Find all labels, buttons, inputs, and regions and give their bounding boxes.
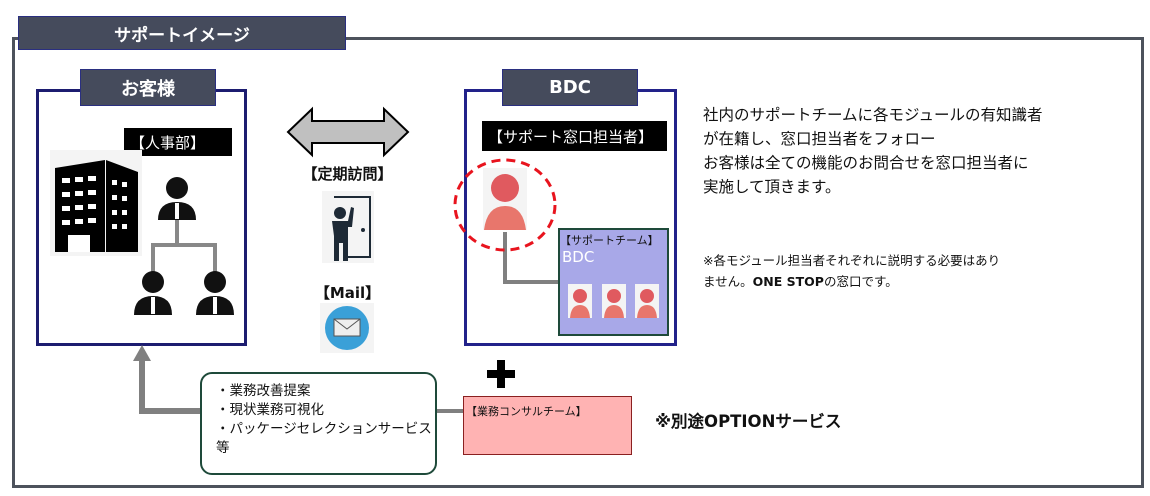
service-item: ・業務改善提案 — [216, 383, 311, 399]
service-item: ・現状業務可視化 — [216, 402, 324, 418]
section-title: サポートイメージ — [18, 16, 346, 50]
org-chart-icon — [134, 177, 234, 315]
description: 社内のサポートチームに各モジュールの有知識者 が在籍し、窓口担当者をフォロー お… — [703, 103, 1042, 199]
services-box: ・業務改善提案 ・現状業務可視化 ・パッケージセレクションサービス 等 — [200, 372, 437, 475]
consult-team-box: 【業務コンサルチーム】 — [463, 396, 632, 455]
customer-tab: お客様 — [80, 69, 216, 106]
note: ※各モジュール担当者それぞれに説明する必要はあり ません。ONE STOPの窓口… — [703, 250, 1000, 292]
one-stop-text: ONE STOP — [752, 274, 824, 289]
feedback-arrow — [133, 345, 464, 414]
service-item: ・パッケージセレクションサービス — [216, 421, 432, 437]
support-image-frame — [12, 37, 1144, 488]
service-item: 等 — [216, 440, 230, 456]
contact-person-label: 【サポート窓口担当者】 — [482, 121, 667, 151]
mail-icon[interactable] — [320, 303, 374, 353]
note-text: の窓口です。 — [823, 274, 898, 289]
visit-label: 【定期訪問】 — [302, 165, 393, 183]
description-line: お客様は全ての機能のお問合せを窓口担当者に — [703, 154, 1029, 172]
bdc-tab: BDC — [502, 69, 638, 106]
consult-team-label: 【業務コンサルチーム】 — [466, 405, 587, 418]
description-line: が在籍し、窓口担当者をフォロー — [703, 130, 936, 148]
support-team-label: 【サポートチーム】 — [560, 234, 659, 247]
two-way-arrow-icon — [286, 106, 410, 158]
door-knock-icon — [322, 191, 374, 263]
mail-label: 【Mail】 — [314, 284, 381, 302]
hr-dept-label: 【人事部】 — [124, 128, 232, 156]
office-building-icon — [50, 150, 142, 256]
option-label: ※別途OPTIONサービス — [655, 412, 842, 431]
note-line: ※各モジュール担当者それぞれに説明する必要はあり — [703, 253, 1001, 268]
team-members-icon — [568, 284, 659, 318]
note-text: ません。 — [703, 274, 753, 289]
plus-icon — [487, 360, 515, 388]
support-team-box: 【サポートチーム】 BDC — [558, 228, 669, 336]
description-line: 社内のサポートチームに各モジュールの有知識者 — [703, 106, 1043, 124]
description-line: 実施して頂きます。 — [703, 178, 841, 196]
contact-connection — [453, 158, 558, 284]
support-team-name: BDC — [562, 248, 595, 266]
